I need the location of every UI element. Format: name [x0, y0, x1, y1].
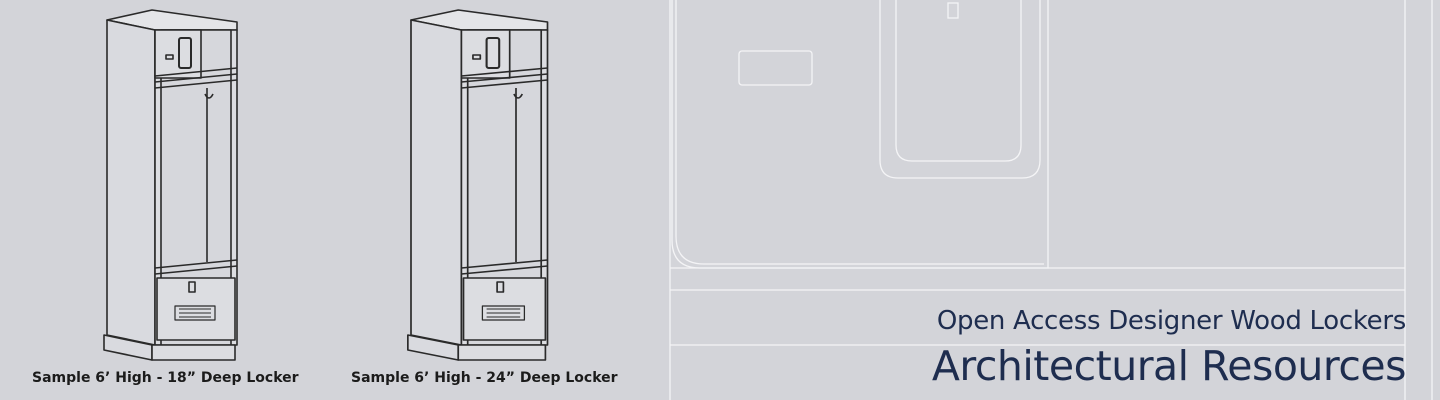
page-title: Architectural Resources: [931, 342, 1407, 390]
background-line-art: [669, 0, 1433, 400]
locker-18-caption: Sample 6’ High - 18” Deep Locker: [32, 370, 299, 386]
locker-24-deep-drawing: [406, 8, 549, 362]
locker-24-caption: Sample 6’ High - 24” Deep Locker: [351, 370, 618, 386]
page-subtitle: Open Access Designer Wood Lockers: [936, 306, 1406, 336]
locker-18-deep-drawing: [103, 9, 238, 361]
